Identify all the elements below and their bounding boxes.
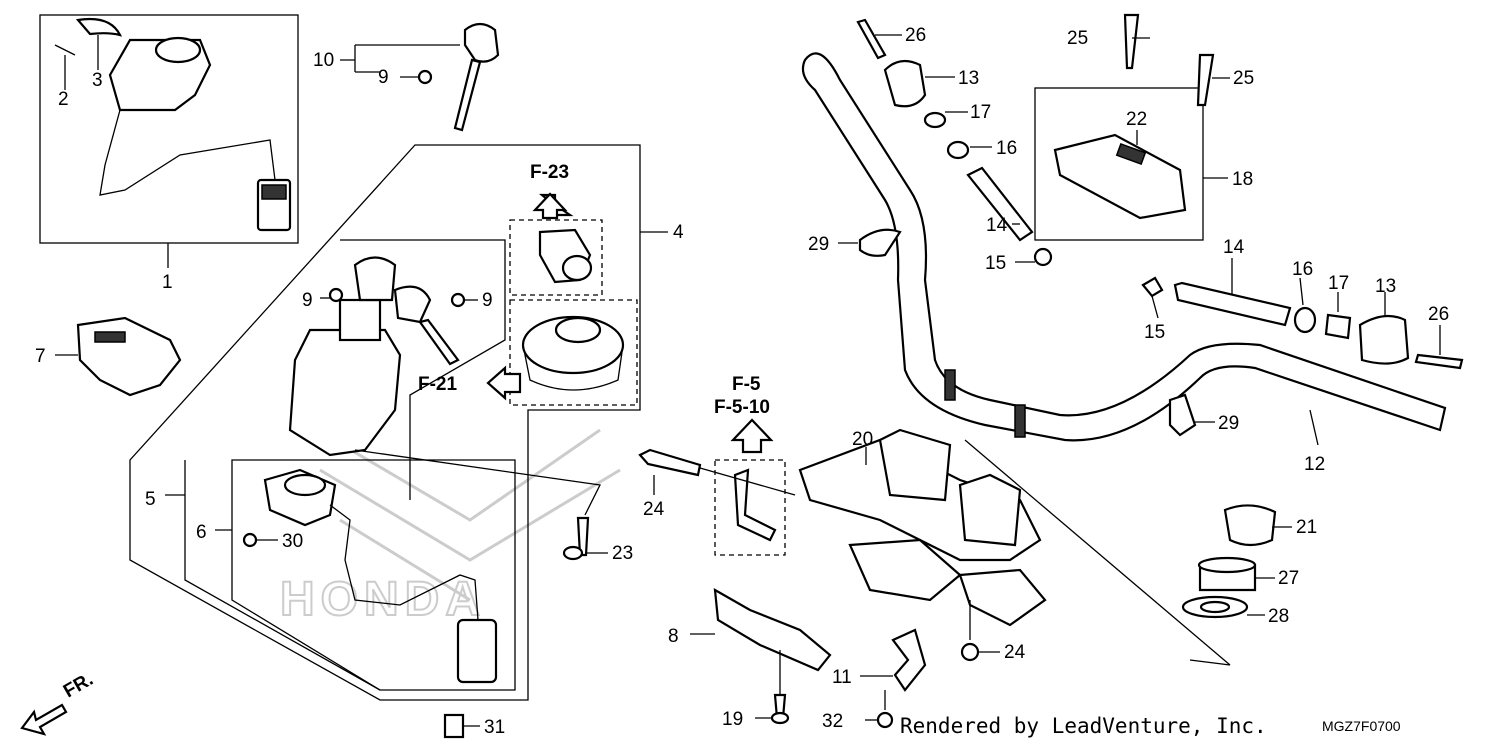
callout-32: 32	[822, 711, 843, 732]
callout-24-left: 24	[643, 499, 665, 520]
callout-8: 8	[668, 626, 679, 647]
callout-25-left: 25	[1067, 28, 1088, 49]
cap-part	[1223, 504, 1277, 547]
callout-16-left: 16	[996, 138, 1017, 159]
top-bridge-part	[798, 428, 1047, 627]
ref-f5[interactable]: F-5	[732, 374, 761, 395]
wire-clamp-part	[713, 587, 832, 672]
front-direction-label: FR.	[60, 669, 97, 702]
part-1-box	[39, 14, 299, 244]
diagram-code: MGZ7F0700	[1322, 718, 1401, 734]
callout-17-left: 17	[970, 102, 991, 123]
bracket-part	[76, 316, 182, 397]
callout-6: 6	[196, 522, 207, 543]
callout-14-right: 14	[1223, 237, 1245, 258]
callout-13-left: 13	[958, 68, 979, 89]
callout-7: 7	[35, 346, 46, 367]
callout-26-left: 26	[905, 25, 926, 46]
ref-f5-10[interactable]: F-5-10	[714, 397, 770, 418]
callout-15-left: 15	[985, 253, 1006, 274]
callout-20: 20	[852, 429, 873, 450]
callout-1: 1	[162, 272, 173, 293]
watermark-text: HONDA	[280, 573, 486, 626]
callout-17-right: 17	[1328, 273, 1349, 294]
callout-27: 27	[1278, 568, 1299, 589]
callout-3: 3	[92, 70, 103, 91]
callout-12: 12	[1304, 454, 1325, 475]
kit-box-part-4	[129, 144, 641, 701]
callout-13-right: 13	[1375, 276, 1396, 297]
callout-26-right: 26	[1428, 304, 1449, 325]
callout-9-left: 9	[302, 290, 313, 311]
callout-24-right: 24	[1004, 642, 1026, 663]
callout-4: 4	[673, 222, 684, 243]
callout-23: 23	[612, 543, 633, 564]
callout-14-left: 14	[986, 215, 1008, 236]
front-direction-arrow	[20, 703, 68, 736]
callout-15-right: 15	[1144, 322, 1165, 343]
seat-lock-cable-part	[263, 468, 498, 684]
ref-f23[interactable]: F-23	[530, 162, 569, 183]
callout-9-top: 9	[378, 67, 389, 88]
callout-2: 2	[58, 89, 69, 110]
callout-18: 18	[1232, 169, 1253, 190]
callout-21: 21	[1296, 517, 1317, 538]
callout-19: 19	[722, 709, 743, 730]
bar-end-weight-part	[1358, 314, 1410, 365]
callout-31: 31	[484, 717, 505, 738]
callout-10: 10	[313, 50, 334, 71]
callout-11: 11	[832, 667, 852, 688]
callout-30: 30	[282, 531, 303, 552]
key-part	[453, 22, 500, 132]
handlebar-part	[801, 52, 1447, 442]
ignition-switch-cable-part	[99, 36, 292, 232]
credit-text: Rendered by LeadVenture, Inc.	[900, 714, 1267, 738]
callout-29-left: 29	[808, 234, 829, 255]
upper-holder-box	[1034, 87, 1204, 241]
callout-16-right: 16	[1292, 259, 1313, 280]
callout-9-right: 9	[482, 290, 493, 311]
callout-22: 22	[1126, 109, 1147, 130]
callout-5: 5	[145, 489, 156, 510]
ignition-switch-part	[288, 256, 460, 457]
callout-25-right: 25	[1233, 68, 1254, 89]
ref-f21[interactable]: F-21	[418, 374, 458, 395]
callout-28: 28	[1268, 606, 1289, 627]
upper-holder-part	[1053, 133, 1187, 220]
callout-29-right: 29	[1218, 413, 1239, 434]
